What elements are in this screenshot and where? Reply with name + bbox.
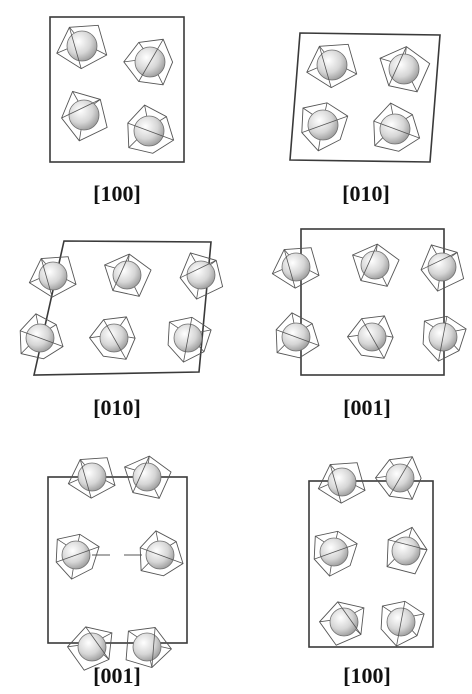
view-direction-label: [001] <box>93 663 141 688</box>
coordination-polyhedron <box>422 315 467 362</box>
coordination-polyhedron <box>306 43 358 89</box>
panel-view-100-bottom: [100] <box>236 435 472 694</box>
atom-sphere <box>186 260 216 290</box>
coordination-polyhedron <box>380 600 425 647</box>
panel-view-001-middle: [001] <box>236 225 472 435</box>
panel-view-010-middle: [010] <box>0 225 236 435</box>
atom-sphere <box>316 49 348 81</box>
polyhedron-edge <box>79 459 92 499</box>
atom-sites <box>55 455 184 671</box>
coordination-polyhedron <box>179 252 224 300</box>
polyhedron-edge <box>140 547 184 564</box>
panel-view-001-bottom: [001] <box>0 435 236 694</box>
view-direction-label: [010] <box>93 395 141 420</box>
atom-sphere <box>77 462 107 492</box>
atom-sites <box>301 43 431 152</box>
view-direction-label: [001] <box>343 395 391 420</box>
view-direction-label: [100] <box>93 181 141 206</box>
atom-sphere <box>360 250 390 280</box>
coordination-polyhedron <box>125 627 173 669</box>
coordination-polyhedron <box>66 626 113 671</box>
atom-sphere <box>112 260 142 290</box>
coordination-polyhedron <box>124 455 172 499</box>
coordination-polyhedron <box>167 316 212 363</box>
coordination-polyhedron <box>271 247 320 289</box>
polyhedron-edge <box>276 329 320 346</box>
polyhedron-edge <box>438 316 448 362</box>
atom-sites <box>271 243 467 362</box>
polyhedron-edge <box>373 120 420 139</box>
polyhedron-edge <box>69 27 82 69</box>
polyhedron-edge <box>360 243 378 281</box>
atom-sphere <box>68 99 100 131</box>
polyhedron-edge <box>396 601 406 647</box>
polyhedron-edge <box>40 258 53 298</box>
atom-sphere <box>329 607 359 637</box>
polyhedron-edge <box>183 317 193 363</box>
atom-sphere <box>391 536 421 566</box>
polyhedron-edge <box>85 626 110 660</box>
panel-view-010-top: [010] <box>236 0 472 220</box>
crystal-structure-diagram <box>49 16 185 163</box>
coordination-polyhedron <box>61 90 108 142</box>
coordination-polyhedron <box>379 46 431 93</box>
atom-sphere <box>427 252 457 282</box>
polyhedron-edge <box>112 253 130 291</box>
view-direction-label: [010] <box>342 181 390 206</box>
atom-sphere <box>132 632 162 662</box>
polyhedron-edge <box>319 46 332 88</box>
coordination-polyhedron <box>318 601 365 646</box>
coordination-polyhedron <box>67 457 116 499</box>
polyhedron-edge <box>388 539 428 551</box>
polyhedron-edge <box>20 330 64 347</box>
coordination-polyhedron <box>317 462 366 504</box>
polyhedron-edge <box>337 601 362 635</box>
atom-sphere <box>132 462 162 492</box>
polyhedron-edge <box>420 252 458 271</box>
polyhedron-edge <box>388 46 407 86</box>
polyhedron-edge <box>389 456 413 497</box>
polyhedron-edge <box>361 318 385 359</box>
coordination-polyhedron <box>420 244 465 292</box>
crystal-structure-diagram <box>289 32 441 163</box>
coordination-polyhedron <box>104 253 152 297</box>
atom-sites <box>56 24 175 154</box>
crystal-structure-diagram <box>308 456 434 648</box>
polyhedron-edge <box>301 115 348 133</box>
unit-cell <box>49 16 185 163</box>
atom-sites <box>313 456 428 647</box>
atom-sites <box>19 252 224 363</box>
atom-sphere <box>66 30 98 62</box>
panel-view-100-top: [100] <box>0 0 236 220</box>
atom-sphere <box>327 467 357 497</box>
crystal-structure-diagram <box>47 455 188 671</box>
coordination-polyhedron <box>352 243 400 287</box>
view-direction-label: [100] <box>343 663 391 688</box>
atom-sphere <box>388 53 420 85</box>
unit-cell <box>289 32 441 163</box>
coordination-polyhedron <box>386 526 428 575</box>
polyhedron-edge <box>138 39 164 82</box>
polyhedron-edge <box>151 627 156 668</box>
polyhedron-edge <box>61 99 101 119</box>
unit-cell <box>308 480 434 648</box>
polyhedron-edge <box>314 543 358 560</box>
polyhedron-edge <box>132 455 150 493</box>
crystal-structure-diagram <box>271 228 467 376</box>
unit-cell <box>47 476 188 644</box>
atom-sphere <box>281 252 311 282</box>
polyhedron-edge <box>179 260 217 279</box>
coordination-polyhedron <box>28 256 77 298</box>
atom-sphere <box>38 261 68 291</box>
unit-cell <box>300 228 445 376</box>
atom-sphere <box>77 632 107 662</box>
polyhedron-edge <box>56 546 100 563</box>
polyhedron-edge <box>283 249 296 289</box>
polyhedron-edge <box>127 122 174 141</box>
coordination-polyhedron <box>56 24 108 70</box>
polyhedron-edge <box>329 464 342 504</box>
polyhedron-edge <box>103 319 127 360</box>
crystal-structure-diagram <box>19 240 224 376</box>
